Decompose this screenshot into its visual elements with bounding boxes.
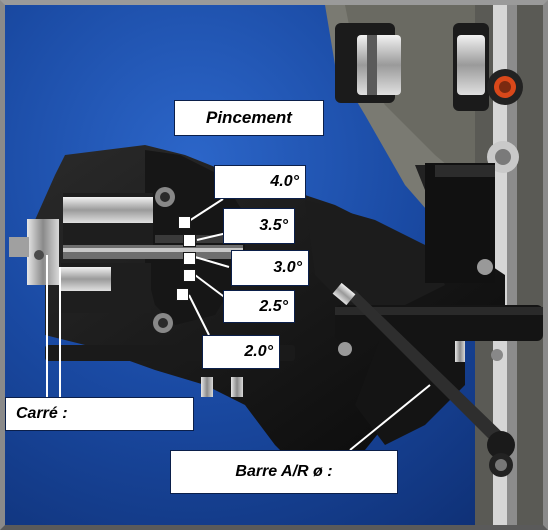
angle-4-0-label: 4.0° xyxy=(214,165,306,199)
angle-3-0-label: 3.0° xyxy=(231,250,309,286)
angle-2-5-text: 2.5° xyxy=(259,297,288,315)
angle-3-5-text: 3.5° xyxy=(259,217,288,234)
marker-3-0 xyxy=(183,252,196,265)
angle-2-0-text: 2.0° xyxy=(244,343,273,360)
angle-3-0-text: 3.0° xyxy=(273,259,302,276)
carre-label: Carré : xyxy=(5,397,194,431)
pincement-text: Pincement xyxy=(206,108,292,127)
barre-label: Barre A/R ø : xyxy=(170,450,398,494)
pincement-label: Pincement xyxy=(174,100,324,136)
marker-4-0 xyxy=(178,216,191,229)
carre-text: Carré : xyxy=(16,405,68,422)
angle-3-5-label: 3.5° xyxy=(223,208,295,244)
angle-2-0-label: 2.0° xyxy=(202,335,280,369)
marker-2-0 xyxy=(176,288,189,301)
top-bearings xyxy=(335,23,523,173)
marker-2-5 xyxy=(183,269,196,282)
anti-roll-bar xyxy=(332,282,515,477)
angle-4-0-text: 4.0° xyxy=(270,173,299,190)
leader-lines xyxy=(46,198,431,451)
barre-text: Barre A/R ø : xyxy=(235,463,333,480)
angle-2-5-label: 2.5° xyxy=(223,290,295,323)
wheel-hub xyxy=(9,193,153,313)
cad-viewport: Pincement 4.0° 3.5° 3.0° 2.5° 2.0° Carré… xyxy=(5,5,543,525)
marker-3-5 xyxy=(183,234,196,247)
